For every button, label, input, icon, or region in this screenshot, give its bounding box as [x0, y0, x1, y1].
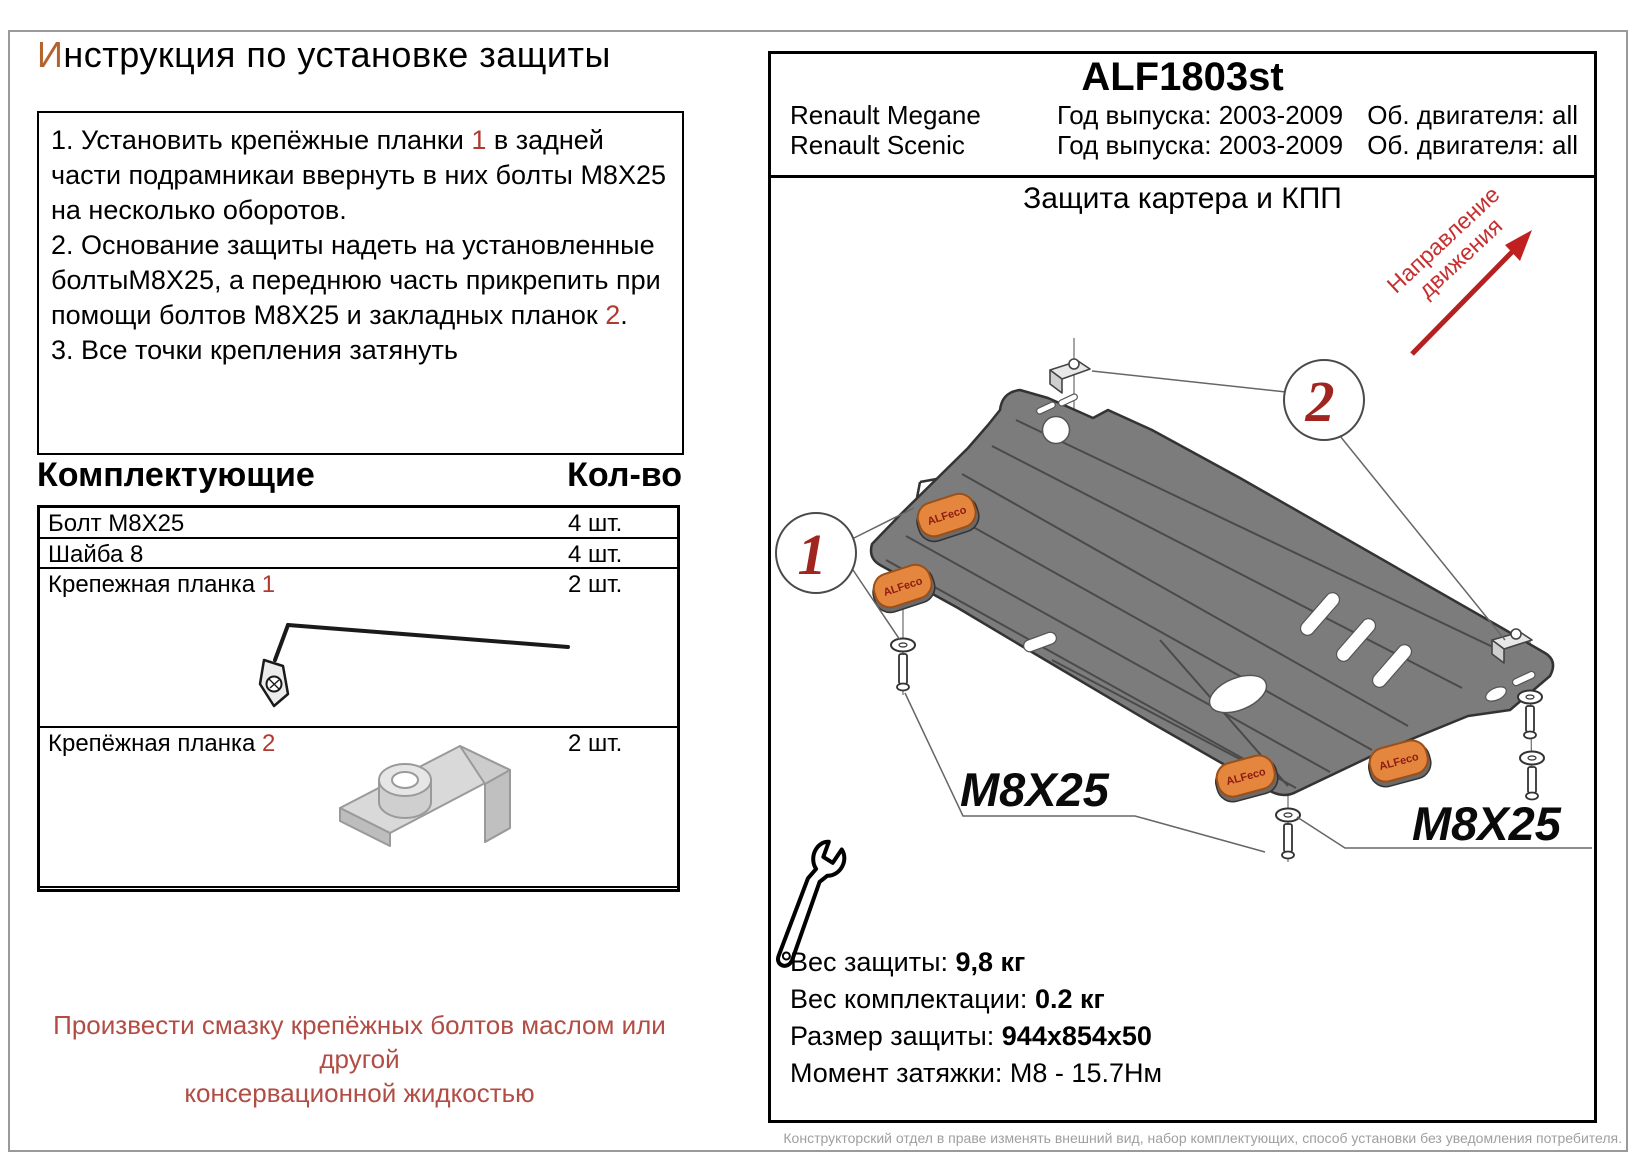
direction-arrow-icon [1410, 230, 1532, 356]
part-name: Болт М8Х25 [48, 510, 185, 537]
page-border-frame [8, 30, 1628, 1152]
part-name: Шайба 8 [48, 541, 144, 568]
part-ref: 2 [261, 730, 276, 757]
step-2-text: 2. Основание защиты надеть на установлен… [51, 230, 661, 330]
model-year: Год выпуска: 2003-2009 [1056, 100, 1344, 130]
skid-plate [869, 388, 1555, 797]
clamp-bracket-top [1049, 358, 1091, 394]
step-1-text: 1. Установить крепёжные планки 1 в задне… [51, 125, 666, 225]
title-accent-letter: И [37, 34, 64, 75]
product-code: ALF1803st [1081, 55, 1284, 99]
table-row: Крепежная планка 1 2 шт. [40, 569, 677, 728]
parts-header-name: Комплектующие [37, 456, 315, 494]
table-row: Шайба 8 4 шт. [40, 539, 677, 569]
alfeco-pad: ALFeco [1368, 739, 1432, 788]
part-ref: 1 [261, 571, 276, 598]
page-title: Инструкция по установке защиты [37, 34, 611, 76]
model-engine: Об. двигателя: all [1367, 130, 1578, 160]
model-name: Renault Megane [790, 100, 981, 130]
callout-1: 1 [775, 512, 857, 594]
alfeco-pad: ALFeco [1215, 754, 1279, 803]
part-qty: 2 шт. [568, 730, 623, 757]
spec-kit-weight: Вес комплектации: 0.2 кг [790, 984, 1105, 1014]
bolt-bottom [1275, 807, 1301, 860]
part-qty: 2 шт. [568, 571, 623, 598]
spec-list: Вес защиты: 9,8 кг Вес комплектации: 0.2… [790, 944, 1162, 1092]
step-2-ref: 2 [605, 300, 621, 330]
plate-holes [1023, 393, 1536, 714]
product-panel [768, 51, 1597, 1123]
part-name: Крепёжная планка 2 [48, 730, 276, 757]
callout-2: 2 [1283, 359, 1365, 441]
parts-header: Комплектующие Кол-во [37, 456, 682, 495]
diagram-title: Защита картера и КПП [1023, 182, 1342, 215]
callout-2-number: 2 [1305, 369, 1335, 434]
alfeco-pad: ALFeco [916, 492, 980, 543]
spec-size: Размер защиты: 944x854x50 [790, 1021, 1152, 1051]
table-row: Крепёжная планка 2 2 шт. [40, 728, 677, 888]
spec-kit-value: 0.2 кг [1034, 984, 1105, 1014]
parts-table: Болт М8Х25 4 шт. Шайба 8 4 шт. Крепежная… [37, 505, 680, 892]
bolts-and-washers [890, 637, 1545, 860]
model-engine: Об. двигателя: all [1367, 100, 1578, 130]
clamp-bracket-right [1491, 628, 1533, 664]
model-name: Renault Scenic [790, 130, 965, 160]
spec-torque: Момент затяжки: М8 - 15.7Нм [790, 1058, 1163, 1088]
model-row: Renault Megane Год выпуска: 2003-2009 Об… [790, 100, 1578, 130]
header-divider [768, 175, 1597, 178]
step-3-text: 3. Все точки крепления затянуть [51, 335, 458, 365]
bolt-size-label-right: M8X25 [1412, 797, 1562, 850]
skid-plate-diagram: ALFeco ALFeco ALFeco ALFeco [775, 230, 1592, 968]
bolt-right-upper [1517, 689, 1543, 740]
bolt-size-label-left: M8X25 [960, 763, 1110, 816]
title-rest: нструкция по установке защиты [63, 34, 611, 75]
model-list: Renault Megane Год выпуска: 2003-2009 Об… [790, 100, 1578, 160]
spec-weight-value: 9,8 кг [955, 947, 1026, 977]
bolt-left [890, 637, 916, 692]
table-row: Болт М8Х25 4 шт. [40, 508, 677, 539]
part-name: Крепежная планка 1 [48, 571, 276, 598]
step-1-ref: 1 [471, 125, 487, 155]
spec-weight: Вес защиты: 9,8 кг [790, 947, 1026, 977]
installation-steps: 1. Установить крепёжные планки 1 в задне… [37, 111, 684, 455]
alfeco-pad: ALFeco [872, 563, 936, 614]
disclaimer: Конструкторский отдел в праве изменять в… [783, 1130, 1622, 1146]
spec-torque-value: М8 - 15.7Нм [1009, 1058, 1163, 1088]
wrench-icon [776, 839, 847, 968]
model-row: Renault Scenic Год выпуска: 2003-2009 Об… [790, 130, 1578, 160]
part-qty: 4 шт. [568, 541, 623, 568]
spec-size-value: 944x854x50 [1001, 1021, 1152, 1051]
leader-lines [850, 370, 1592, 853]
callout-1-number: 1 [798, 522, 827, 587]
model-year: Год выпуска: 2003-2009 [1056, 130, 1344, 160]
bolt-right-lower [1519, 750, 1545, 801]
parts-header-qty: Кол-во [567, 456, 682, 494]
alfeco-pads: ALFeco ALFeco ALFeco ALFeco [872, 492, 1432, 803]
lubrication-note: Произвести смазку крепёжных болтов масло… [53, 1010, 666, 1108]
part-qty: 4 шт. [568, 510, 623, 537]
